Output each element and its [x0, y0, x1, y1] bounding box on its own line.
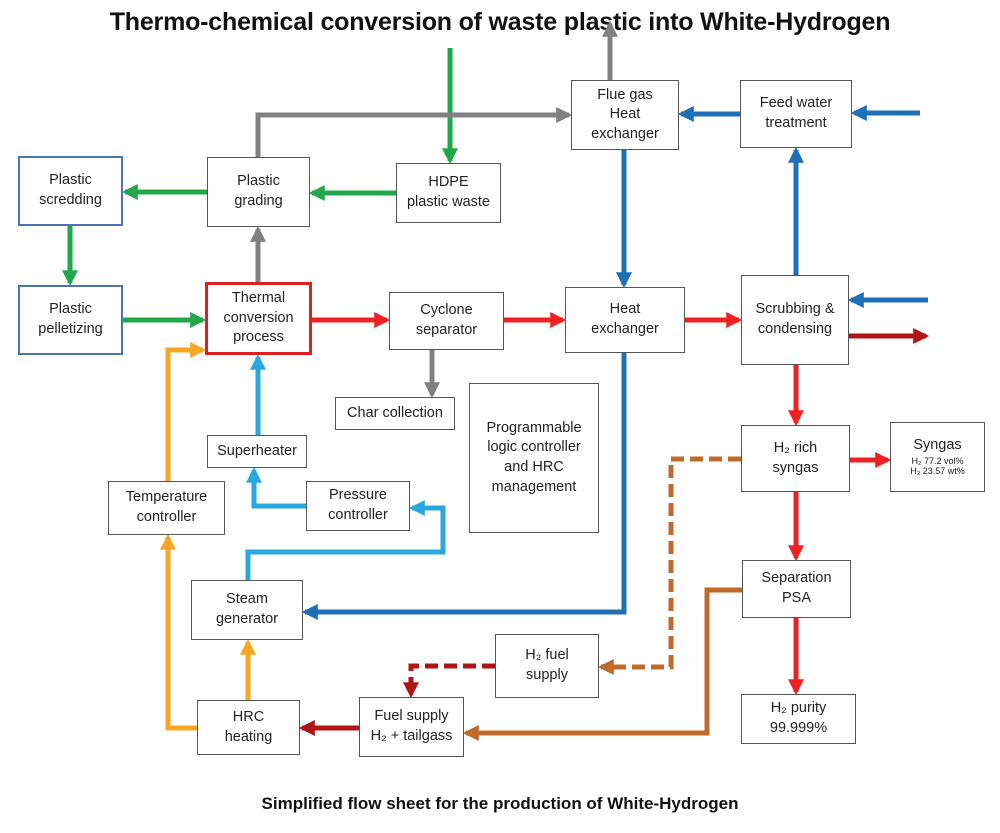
node-plastic-shredding: Plastic scredding — [18, 156, 123, 226]
diagram-caption: Simplified flow sheet for the production… — [261, 794, 739, 813]
node-cyclone-separator: Cyclone separator — [389, 292, 504, 350]
node-heat-exchanger: Heat exchanger — [565, 287, 685, 353]
node-plc-management: Programmable logic controller and HRC ma… — [469, 383, 599, 533]
arrow-psa-to-fuel-supply — [462, 587, 742, 742]
node-plastic-grading: Plastic grading — [207, 157, 310, 227]
node-separation-psa: Separation PSA — [742, 560, 851, 618]
arrow-hrc-to-temperature — [159, 533, 197, 731]
node-hrc-heating: HRC heating — [197, 700, 300, 755]
arrow-temperature-to-thermal — [165, 341, 207, 481]
node-char-collection: Char collection — [335, 397, 455, 430]
arrow-steam-to-pressure — [245, 499, 446, 580]
syngas-title: Syngas — [913, 437, 962, 454]
node-h2-fuel-supply: H₂ fuel supply — [495, 634, 599, 698]
arrow-h2-fuel-to-fuel-supply — [402, 663, 495, 699]
node-superheater: Superheater — [207, 435, 307, 468]
syngas-wt-line: H₂ 23.57 wt% — [910, 466, 965, 477]
node-hdpe-plastic-waste: HDPE plastic waste — [396, 163, 501, 223]
node-flue-gas-heat-exchanger: Flue gas Heat exchanger — [571, 80, 679, 150]
node-thermal-conversion-process: Thermal conversion process — [205, 282, 312, 355]
node-scrubbing-condensing: Scrubbing & condensing — [741, 275, 849, 365]
node-temperature-controller: Temperature controller — [108, 481, 225, 535]
node-pressure-controller: Pressure controller — [306, 481, 410, 531]
node-syngas: Syngas H₂ 77.2 vol% H₂ 23.57 wt% — [890, 422, 985, 492]
node-fuel-supply: Fuel supply H₂ + tailgass — [359, 697, 464, 757]
arrow-syngas-to-h2-fuel — [597, 456, 741, 676]
node-plastic-pelletizing: Plastic pelletizing — [18, 285, 123, 355]
node-feed-water-treatment: Feed water treatment — [740, 80, 852, 148]
node-h2-rich-syngas: H₂ rich syngas — [741, 425, 850, 492]
diagram-title: Thermo-chemical conversion of waste plas… — [109, 8, 891, 36]
arrow-hx-to-steam — [301, 353, 627, 621]
arrow-pressure-to-superheater — [245, 466, 306, 509]
arrow-grading-to-flue-gas — [255, 106, 573, 157]
node-h2-purity: H₂ purity 99.999% — [741, 694, 856, 744]
node-steam-generator: Steam generator — [191, 580, 303, 640]
syngas-vol-line: H₂ 77.2 vol% — [911, 455, 964, 466]
